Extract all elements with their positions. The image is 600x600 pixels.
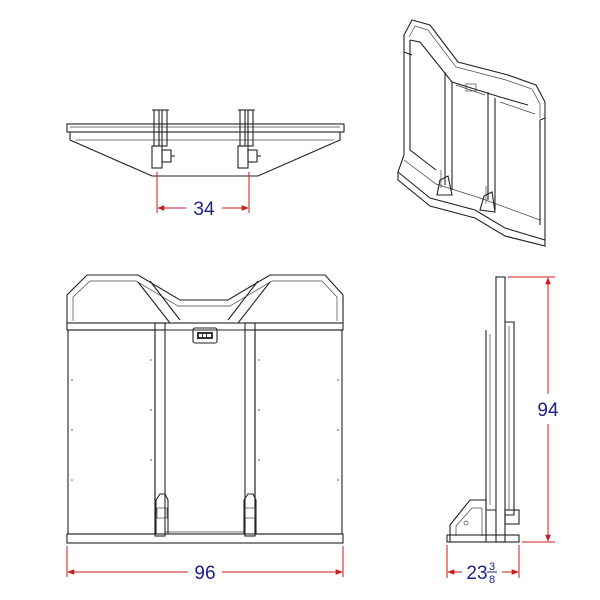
top-view-mount-right [237,109,261,169]
dimension-label-fraction-denominator: 8 [489,574,495,586]
top-view-dimension: 34 [156,172,250,220]
front-view-dimension: 96 [66,546,344,584]
side-view-height-dimension: 94 [508,276,559,543]
dimension-label-fraction-numerator: 3 [489,561,495,573]
front-view-rivets [71,359,339,481]
dimension-label-94: 94 [537,400,559,421]
isometric-view [397,19,546,247]
side-view-depth-dimension: 23 3 8 [446,545,520,586]
top-view-mount-left [151,109,175,169]
side-view: 94 23 3 8 [446,276,559,586]
front-view: 96 [66,274,344,584]
top-view: 34 [66,109,345,220]
dimension-label-96: 96 [194,563,215,584]
brand-plate-icon [192,327,218,344]
dimension-label-34: 34 [193,199,215,220]
dimension-label-23-whole: 23 [466,563,487,584]
